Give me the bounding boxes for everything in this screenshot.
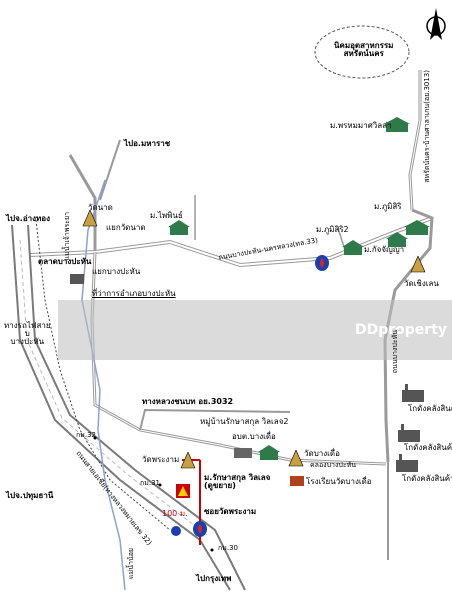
soi-label: ซอยวัดพระงาม bbox=[204, 507, 257, 516]
mu-phrommachat-label: ม.พรหมมาศวิลล่า bbox=[330, 121, 392, 130]
mu-phaiphin-label: ม.ไพพินธ์ bbox=[150, 211, 183, 220]
river-south-label: แม่น้ำน้อย bbox=[127, 548, 135, 579]
watermark-band bbox=[58, 300, 452, 360]
river-west-label: แม่น้ำเจ้าพระยา bbox=[63, 212, 71, 261]
village-school-label: หมู่บ้านรักษาสกุล วิลเลจ2 bbox=[200, 417, 289, 426]
km30-marker bbox=[210, 548, 214, 552]
highway-32-median bbox=[19, 239, 208, 536]
temple-icon bbox=[410, 256, 426, 273]
school-bangduea-label: โรงเรียนวัดบางเดื่อ bbox=[306, 477, 372, 486]
target-village-label: ม.รักษาสกุล วิลเลจ (ดูขยาย) bbox=[204, 473, 271, 490]
road-3013-label: สหรัตน์นคร-บ้านศาลาเกน(อย.3013) bbox=[423, 70, 431, 183]
road-phrachan-label: ถนนบางปะหัน bbox=[391, 330, 399, 374]
road-bangpahan-label: คลองบางปะหัน bbox=[310, 461, 356, 469]
house-icon bbox=[386, 232, 408, 247]
road-east bbox=[383, 208, 434, 463]
office-building-icon bbox=[70, 274, 84, 284]
wat-chueang-label: วัดเชิงเลน bbox=[404, 279, 439, 288]
mu-kanchanabury-label: ม.กัจจัญญา bbox=[364, 245, 405, 254]
km31-marker bbox=[158, 483, 162, 487]
km32-label: กม.32 bbox=[76, 431, 96, 439]
yaek-bangpahan-label: แยกบางปะหัน bbox=[92, 267, 141, 276]
wat-phrangam-label: วัดพระงาม bbox=[142, 455, 180, 464]
road-3013 bbox=[408, 70, 422, 211]
factory-icon bbox=[402, 384, 424, 402]
house-icon bbox=[168, 220, 190, 235]
mu-phumisiri-label: ม.ภูมิสิริ bbox=[374, 202, 402, 211]
gas-station-icon bbox=[171, 526, 181, 536]
wat-nat-label: วัดนาด bbox=[88, 203, 113, 212]
industrial-estate-label: นิคมอุตสาหกรรม สหรัตน์นคร bbox=[334, 41, 394, 58]
to-bangkok-label: ไปกรุงเทพ bbox=[196, 574, 232, 583]
road-maharaj bbox=[68, 154, 97, 250]
compass-icon bbox=[426, 8, 446, 40]
industrial-estate-boundary bbox=[314, 25, 410, 79]
warehouse-2-label: โกดังคลังสินค้า bbox=[404, 443, 452, 452]
temple-icon bbox=[180, 452, 196, 469]
market-label: ตลาดบางปะหัน bbox=[38, 257, 92, 266]
house-icon bbox=[258, 445, 280, 460]
house-icon bbox=[342, 240, 364, 255]
highway-32-b bbox=[27, 224, 246, 591]
yaek-wat-nat-label: แยกวัดนาด bbox=[106, 223, 146, 232]
wat-bangduea-label: วัดบางเดื่อ bbox=[304, 449, 340, 458]
temple-icon bbox=[288, 450, 304, 467]
mu-phumisiri2-label: ม.ภูมิสิริ2 bbox=[316, 225, 349, 234]
road-3032 bbox=[139, 408, 291, 431]
distance-label: 100 ม. bbox=[162, 509, 188, 518]
road-3013-inner bbox=[409, 70, 421, 211]
to-maharaj-label: ไปอ.มหาราช bbox=[124, 139, 171, 148]
temple-icon bbox=[82, 210, 98, 227]
house-icon bbox=[404, 220, 430, 235]
watermark-text: DDproperty bbox=[355, 322, 448, 338]
river-line bbox=[81, 179, 126, 591]
house-icon bbox=[384, 117, 410, 132]
school-building-icon bbox=[290, 476, 304, 486]
to-pathumthani-label: ไปจ.ปทุมธานี bbox=[6, 491, 54, 500]
warehouse-1-label: โกดังคลังสินค้า bbox=[408, 404, 452, 413]
warehouse-3-label: โกดังคลังสินค้า bbox=[402, 474, 452, 483]
factory-icon bbox=[396, 454, 418, 472]
road-maharaj-b bbox=[99, 139, 121, 201]
location-marker-icon bbox=[176, 484, 190, 498]
gas-station-icon bbox=[315, 255, 329, 271]
district-office-label: ที่ว่าการอำเภอบางปะหัน bbox=[92, 289, 176, 298]
km30-label: กม.30 bbox=[218, 544, 238, 552]
railway-label: ทางรถไฟสาย บ บางปะหัน bbox=[4, 321, 51, 346]
tambon-office-label: อบต.บางเดื่อ bbox=[232, 432, 276, 441]
km32-marker bbox=[93, 436, 97, 440]
to-angthong-label: ไปจ.อ่างทอง bbox=[6, 214, 51, 223]
km31-label: กม.31 bbox=[140, 479, 160, 487]
office-building-icon bbox=[234, 448, 252, 458]
rural-road-label: ทางหลวงชนบท อย.3032 bbox=[142, 397, 234, 406]
factory-icon bbox=[398, 424, 420, 442]
highway-32-a bbox=[11, 224, 231, 591]
gas-station-icon bbox=[193, 521, 207, 537]
